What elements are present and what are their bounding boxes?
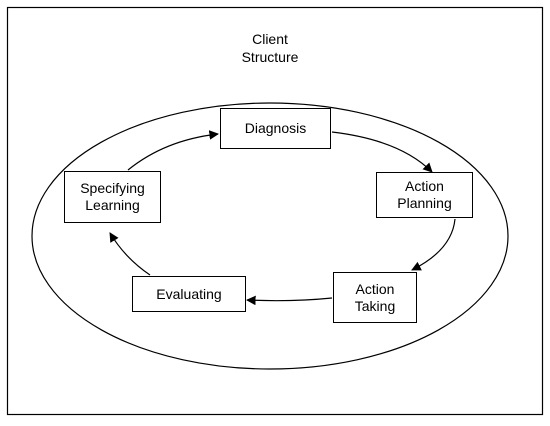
node-action-planning-label: Action Planning [397,178,452,211]
client-structure-label: Client Structure [241,31,299,65]
node-action-taking: Action Taking [333,272,417,323]
node-action-taking-label: Action Taking [354,280,396,314]
client-structure-ellipse [31,102,509,370]
node-diagnosis: Diagnosis [220,108,331,149]
node-diagnosis-label: Diagnosis [244,120,307,136]
node-evaluating-label: Evaluating [156,285,222,302]
node-action-planning: Action Planning [376,172,473,218]
edge-diagnosis-to-action-planning [331,131,433,173]
edge-action-taking-to-evaluating [246,295,333,306]
node-evaluating: Evaluating [132,276,246,312]
node-specifying-learning: Specifying Learning [64,171,161,223]
edge-action-planning-to-action-taking [411,218,456,271]
edge-evaluating-to-specifying-learning [109,232,151,276]
outer-frame [6,6,544,416]
node-specifying-learning-label: Specifying Learning [80,180,145,213]
edge-specifying-learning-to-diagnosis [127,130,219,171]
